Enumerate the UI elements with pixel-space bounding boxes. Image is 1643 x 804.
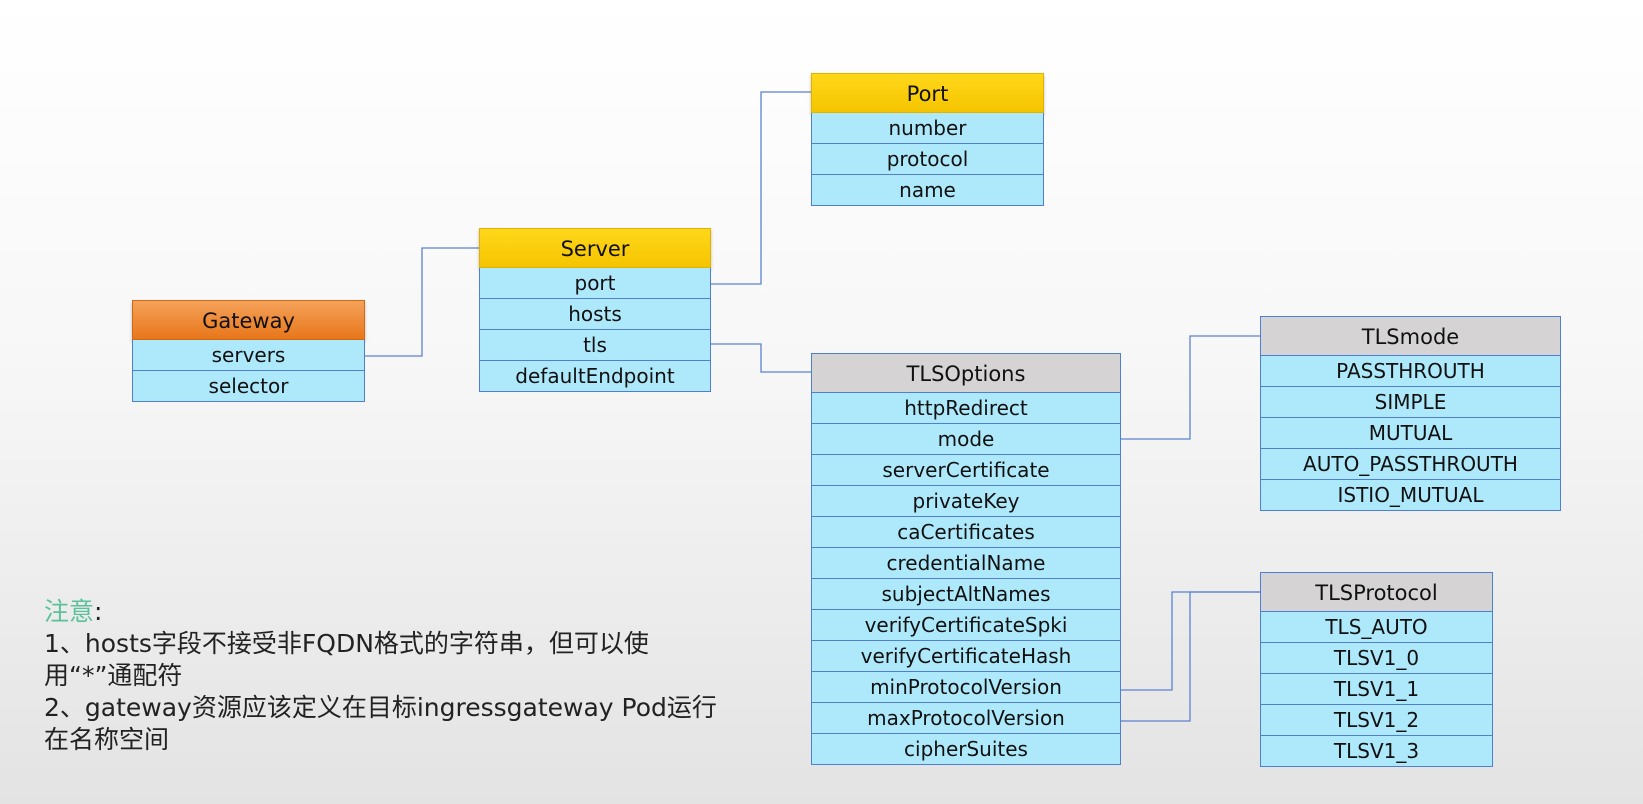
port-entity: Port number protocol name [811,73,1044,206]
note-colon: : [94,597,103,626]
note-line-2: 2、gateway资源应该定义在目标ingressgateway Pod运行在名… [44,693,717,754]
field-min-protocol-version: minProtocolVersion [811,672,1121,703]
tlsprotocol-header: TLSProtocol [1260,572,1493,612]
field-servers: servers [132,340,365,371]
connector-gateway-servers-to-server [365,247,479,357]
field-mode: mode [811,424,1121,455]
tlsmode-entity: TLSmode PASSTHROUTH SIMPLE MUTUAL AUTO_P… [1260,316,1561,511]
field-name: name [811,175,1044,206]
field-credential-name: credentialName [811,548,1121,579]
field-protocol: protocol [811,144,1044,175]
field-istio-mutual: ISTIO_MUTUAL [1260,480,1561,511]
field-passthrouth: PASSTHROUTH [1260,356,1561,387]
connector-server-port-to-port [711,91,811,285]
field-hosts: hosts [479,299,711,330]
field-port: port [479,268,711,299]
field-max-protocol-version: maxProtocolVersion [811,703,1121,734]
server-header: Server [479,228,711,268]
connector-server-tls-to-tlsoptions [711,343,811,373]
field-private-key: privateKey [811,486,1121,517]
tlsmode-header: TLSmode [1260,316,1561,356]
note-heading: 注意: [44,596,724,628]
field-selector: selector [132,371,365,402]
field-ca-certificates: caCertificates [811,517,1121,548]
field-cipher-suites: cipherSuites [811,734,1121,765]
field-simple: SIMPLE [1260,387,1561,418]
field-http-redirect: httpRedirect [811,393,1121,424]
field-verify-certificate-hash: verifyCertificateHash [811,641,1121,672]
field-server-certificate: serverCertificate [811,455,1121,486]
field-subject-alt-names: subjectAltNames [811,579,1121,610]
connector-max-protocol-to-tlsprotocol [1120,591,1260,722]
connector-tlsoptions-mode-to-tlsmode [1120,335,1260,440]
tlsprotocol-entity: TLSProtocol TLS_AUTO TLSV1_0 TLSV1_1 TLS… [1260,572,1493,767]
field-tlsv1-2: TLSV1_2 [1260,705,1493,736]
field-number: number [811,113,1044,144]
gateway-entity: Gateway servers selector [132,300,365,402]
tlsoptions-header: TLSOptions [811,353,1121,393]
field-verify-certificate-spki: verifyCertificateSpki [811,610,1121,641]
note-block: 注意: 1、hosts字段不接受非FQDN格式的字符串，但可以使用“*”通配符 … [44,596,724,756]
field-default-endpoint: defaultEndpoint [479,361,711,392]
server-entity: Server port hosts tls defaultEndpoint [479,228,711,392]
tlsoptions-entity: TLSOptions httpRedirect mode serverCerti… [811,353,1121,765]
field-auto-passthrouth: AUTO_PASSTHROUTH [1260,449,1561,480]
field-tlsv1-1: TLSV1_1 [1260,674,1493,705]
field-tls: tls [479,330,711,361]
note-line-1: 1、hosts字段不接受非FQDN格式的字符串，但可以使用“*”通配符 [44,629,649,690]
port-header: Port [811,73,1044,113]
field-tls-auto: TLS_AUTO [1260,612,1493,643]
field-mutual: MUTUAL [1260,418,1561,449]
gateway-header: Gateway [132,300,365,340]
field-tlsv1-0: TLSV1_0 [1260,643,1493,674]
note-title: 注意 [44,597,95,626]
field-tlsv1-3: TLSV1_3 [1260,736,1493,767]
connector-min-protocol-to-tlsprotocol [1120,591,1260,691]
